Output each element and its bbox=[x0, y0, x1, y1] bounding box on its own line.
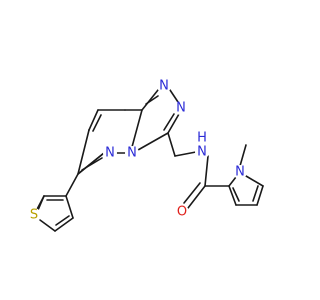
bond-triazole-c8a-n1 bbox=[141, 89, 159, 111]
atom-label-n4: N bbox=[105, 146, 115, 161]
atom-nitrogen-pyridazine: N bbox=[103, 146, 117, 161]
atom-carbonyl-oxygen: O bbox=[175, 205, 189, 220]
bond-carbonyl-o bbox=[187, 185, 206, 209]
atom-label-o: O bbox=[177, 205, 187, 220]
bond-layer bbox=[33, 89, 264, 232]
bond-pyridazine-c8a-n3 bbox=[131, 109, 143, 148]
atom-nitrogen-triazole-right: N bbox=[174, 101, 188, 116]
atom-label-h: H bbox=[197, 131, 207, 146]
bond-carbonyl-o-double bbox=[183, 182, 201, 204]
bond-pyrrole-c2-n bbox=[228, 176, 237, 187]
bond-pyrrole-n-c5 bbox=[245, 175, 264, 187]
bond-triazole-n2-c3-double bbox=[163, 113, 175, 131]
bond-triazole-n2-c3 bbox=[167, 113, 180, 134]
bond-ch2-c3 bbox=[167, 132, 176, 157]
atom-label-s: S bbox=[30, 208, 38, 223]
bond-triazole-n1-n2 bbox=[169, 89, 179, 103]
atom-nitrogen-bridgehead: N bbox=[125, 146, 139, 161]
atom-amide-nitrogen: N H bbox=[195, 131, 209, 160]
bond-pyridazine-c5-c4-double bbox=[92, 114, 102, 132]
bond-pyridazine-c6-c5 bbox=[77, 129, 90, 175]
atom-label-n1: N bbox=[159, 79, 169, 94]
bond-triazole-c8a-n1-double bbox=[145, 95, 159, 105]
atom-label-nh: N bbox=[197, 145, 207, 160]
bond-n-methyl bbox=[239, 144, 247, 167]
bond-triazole-c3-n3 bbox=[137, 132, 169, 151]
atom-label-n2: N bbox=[176, 101, 186, 116]
atom-nitrogen-triazole-top: N bbox=[157, 79, 171, 94]
bond-pyrrole-c3-c2 bbox=[228, 185, 237, 206]
bond-ch2-nh bbox=[174, 151, 197, 157]
bond-thiophene-s-c2b bbox=[37, 195, 45, 211]
bond-pyrrole-c3-c2-double bbox=[232, 187, 240, 202]
bond-pyridazine-c5-c4b bbox=[88, 109, 99, 131]
atom-label-layer: S N N N N N H O N bbox=[27, 79, 247, 223]
atom-sulfur: S bbox=[27, 208, 41, 223]
bond-pyrrole-c5-c4 bbox=[256, 185, 264, 206]
atom-label-n5: N bbox=[235, 165, 245, 180]
bond-thiophene-c5-s bbox=[39, 219, 56, 232]
bond-thiophene-c4-c5-double bbox=[55, 215, 70, 226]
bond-thiophene-c3-c4 bbox=[65, 195, 74, 219]
bond-thiophene-c4-c5 bbox=[54, 217, 74, 232]
atom-label-n3: N bbox=[127, 146, 137, 161]
bond-link-thiophene-pyridazine bbox=[65, 173, 79, 197]
bond-pyrrole-c5-c4-double bbox=[252, 185, 259, 202]
molecule-structure-diagram: S N N N N N H O N bbox=[27, 78, 264, 232]
atom-pyrrole-nitrogen: N bbox=[233, 165, 247, 180]
bond-nh-carbonyl bbox=[204, 155, 209, 187]
bond-pyridazine-double-c6n bbox=[81, 157, 103, 171]
